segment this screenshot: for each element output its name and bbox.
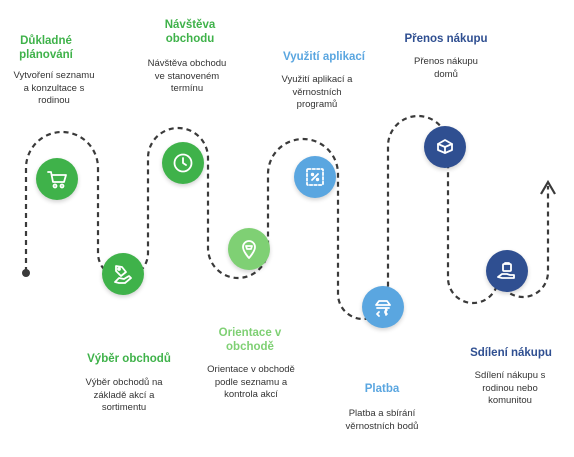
step-6-description: Platba a sbírání věrnostních bodů bbox=[345, 408, 419, 432]
end-arrow-icon bbox=[540, 179, 556, 195]
step-4-node bbox=[228, 228, 270, 270]
payment-icon bbox=[375, 300, 391, 317]
dashed-route-line bbox=[24, 114, 550, 321]
step-5-title: Využití aplikací bbox=[282, 51, 366, 63]
step-7-title: Přenos nákupu bbox=[404, 33, 488, 45]
step-4-description: Orientace v obchodě podle seznamu a kont… bbox=[207, 364, 295, 400]
step-5-node bbox=[294, 156, 336, 198]
step-5-description: Využití aplikací a věrnostních programů bbox=[281, 74, 353, 110]
sharing-hand-icon bbox=[497, 262, 515, 279]
step-2-description: Výběr obchodů na základě akcí a sortimen… bbox=[85, 377, 163, 413]
delivery-box-icon bbox=[437, 139, 453, 154]
start-dot bbox=[22, 269, 30, 277]
step-3-title: Návštěva obchodu bbox=[164, 19, 216, 45]
hand-tag-icon bbox=[114, 265, 132, 284]
step-8-title: Sdílení nákupu bbox=[470, 347, 552, 359]
percent-coupon-icon bbox=[306, 168, 324, 186]
shopping-cart-icon bbox=[47, 171, 67, 189]
step-3-description: Návštěva obchodu ve stanoveném termínu bbox=[147, 58, 227, 94]
step-6-node bbox=[362, 286, 404, 328]
step-8-node bbox=[486, 250, 528, 292]
step-7-description: Přenos nákupu domů bbox=[414, 56, 478, 80]
step-1-node bbox=[36, 158, 78, 200]
step-2-title: Výběr obchodů bbox=[87, 353, 171, 365]
step-3-node bbox=[162, 142, 204, 184]
step-8-description: Sdílení nákupu s rodinou nebo komunitou bbox=[474, 370, 546, 406]
step-4-title: Orientace v obchodě bbox=[218, 327, 282, 353]
step-2-node bbox=[102, 253, 144, 295]
step-6-title: Platba bbox=[364, 383, 400, 395]
clock-icon bbox=[173, 153, 193, 173]
map-pin-icon bbox=[242, 240, 256, 259]
step-7-node bbox=[424, 126, 466, 168]
step-1-description: Vytvoření seznamu a konzultace s rodinou bbox=[13, 70, 95, 106]
step-1-title: Důkladné plánování bbox=[19, 35, 73, 61]
